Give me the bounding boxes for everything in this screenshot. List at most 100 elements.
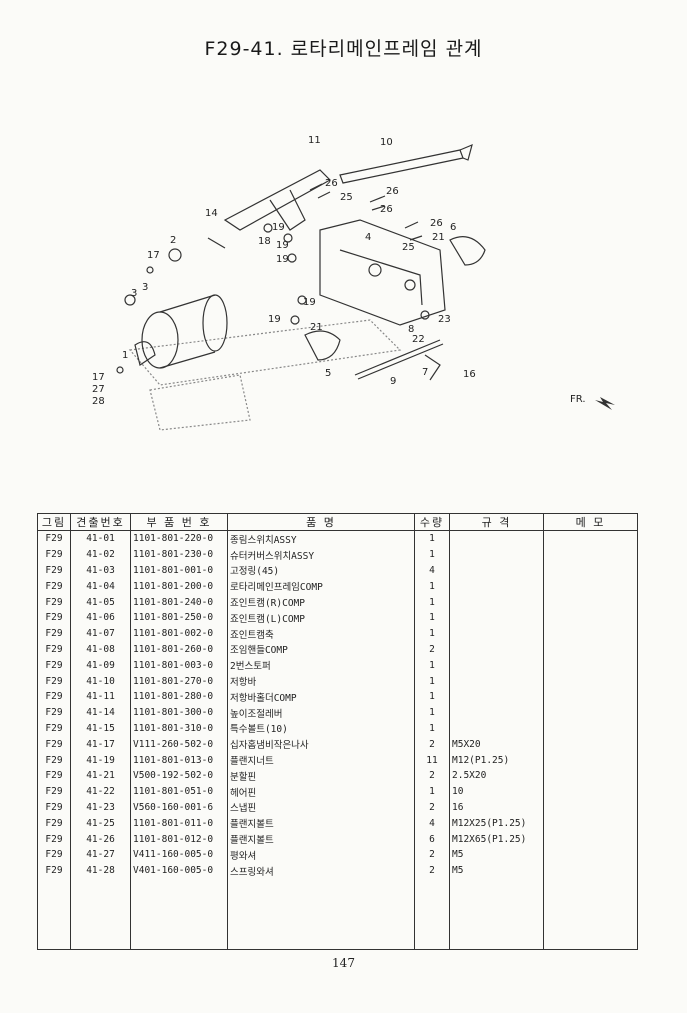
callout: 19: [303, 297, 316, 308]
header-memo: 메 모: [543, 513, 638, 531]
cell-part-number: 1101-801-270-0: [130, 673, 228, 689]
cell-spec: [449, 641, 544, 658]
cell-quantity: 1: [414, 578, 450, 595]
cell-part-name: 플랜지볼트: [227, 815, 415, 832]
cell-quantity: 6: [414, 831, 450, 847]
header-part-number: 부 품 번 호: [130, 513, 228, 531]
page-title: F29-41. 로타리메인프레임 관계: [204, 38, 483, 60]
cell-spec: 2.5X20: [449, 767, 544, 784]
cell-quantity: 2: [414, 846, 450, 863]
callout: 26: [325, 178, 338, 189]
cell-figure: F29: [37, 673, 71, 689]
cell-item-number: 41-25: [70, 815, 131, 832]
cell-memo: [543, 799, 638, 816]
page-number: 147: [332, 956, 355, 970]
cell-part-number: 1101-801-220-0: [130, 530, 228, 547]
cell-quantity: 4: [414, 562, 450, 579]
cell-memo: [543, 752, 638, 768]
cell-figure: F29: [37, 641, 71, 658]
callout: 11: [308, 135, 321, 146]
cell-part-number: 1101-801-013-0: [130, 752, 228, 768]
cell-figure: F29: [37, 609, 71, 626]
callout: 5: [325, 368, 331, 379]
cell-quantity: 4: [414, 815, 450, 832]
cell-item-number: 41-06: [70, 609, 131, 626]
cell-part-number: 1101-801-200-0: [130, 578, 228, 595]
cell-figure: F29: [37, 783, 71, 800]
cell-item-number: 41-11: [70, 688, 131, 705]
callout: 26: [380, 204, 393, 215]
cell-item-number: 41-23: [70, 799, 131, 816]
callout: 19: [272, 222, 285, 233]
cell-item-number: 41-27: [70, 846, 131, 863]
callout: 8: [408, 324, 414, 335]
cell-figure: F29: [37, 704, 71, 721]
cell-part-name: 분할핀: [227, 767, 415, 784]
callout: 3: [142, 282, 148, 293]
cell-item-number: 41-21: [70, 767, 131, 784]
cell-quantity: 2: [414, 862, 450, 879]
cell-part-number: 1101-801-003-0: [130, 657, 228, 674]
cell-part-number: 1101-801-240-0: [130, 594, 228, 610]
cell-part-name: 평와셔: [227, 846, 415, 863]
cell-part-name: 죠인트캠(L)COMP: [227, 609, 415, 626]
cell-part-number: 1101-801-051-0: [130, 783, 228, 800]
front-direction-label: FR.: [570, 394, 586, 405]
cell-item-number: 41-22: [70, 783, 131, 800]
cell-item-number: 41-04: [70, 578, 131, 595]
cell-part-name: 고정링(45): [227, 562, 415, 579]
cell-part-number: 1101-801-011-0: [130, 815, 228, 832]
cell-item-number: 41-17: [70, 736, 131, 753]
cell-item-number: 41-15: [70, 720, 131, 737]
cell-part-number: 1101-801-310-0: [130, 720, 228, 737]
cell-part-number: V111-260-502-0: [130, 736, 228, 753]
cell-quantity: 11: [414, 752, 450, 768]
empty-cell: [227, 878, 415, 950]
cell-part-name: 조임핸들COMP: [227, 641, 415, 658]
cell-item-number: 41-14: [70, 704, 131, 721]
cell-quantity: 1: [414, 609, 450, 626]
cell-quantity: 2: [414, 641, 450, 658]
cell-figure: F29: [37, 799, 71, 816]
cell-part-name: 스냅핀: [227, 799, 415, 816]
cell-part-name: 플랜지볼트: [227, 831, 415, 847]
cell-spec: [449, 594, 544, 610]
cell-part-name: 특수볼트(10): [227, 720, 415, 737]
cell-item-number: 41-05: [70, 594, 131, 610]
cell-part-number: 1101-801-300-0: [130, 704, 228, 721]
cell-memo: [543, 625, 638, 642]
cell-item-number: 41-03: [70, 562, 131, 579]
cell-spec: M12X65(P1.25): [449, 831, 544, 847]
exploded-parts-diagram: FR. 11 10 26 25 26 26 14 19 18 19 19 4 2…: [40, 120, 640, 440]
cell-part-number: V401-160-005-0: [130, 862, 228, 879]
cell-part-name: 헤어핀: [227, 783, 415, 800]
callout: 25: [340, 192, 353, 203]
callout: 3: [131, 288, 137, 299]
cell-quantity: 2: [414, 799, 450, 816]
cell-part-name: 플랜지너트: [227, 752, 415, 768]
cell-part-number: 1101-801-002-0: [130, 625, 228, 642]
cell-part-number: 1101-801-260-0: [130, 641, 228, 658]
cell-quantity: 1: [414, 720, 450, 737]
cell-part-name: 저항바홀더COMP: [227, 688, 415, 705]
empty-cell: [449, 878, 544, 950]
header-part-name: 품 명: [227, 513, 415, 531]
callout: 26: [430, 218, 443, 229]
cell-part-number: 1101-801-280-0: [130, 688, 228, 705]
cell-part-name: 로타리메인프레임COMP: [227, 578, 415, 595]
cell-quantity: 1: [414, 688, 450, 705]
cell-spec: [449, 530, 544, 547]
callout: 27: [92, 384, 105, 395]
cell-part-number: 1101-801-012-0: [130, 831, 228, 847]
cell-memo: [543, 578, 638, 595]
cell-item-number: 41-08: [70, 641, 131, 658]
